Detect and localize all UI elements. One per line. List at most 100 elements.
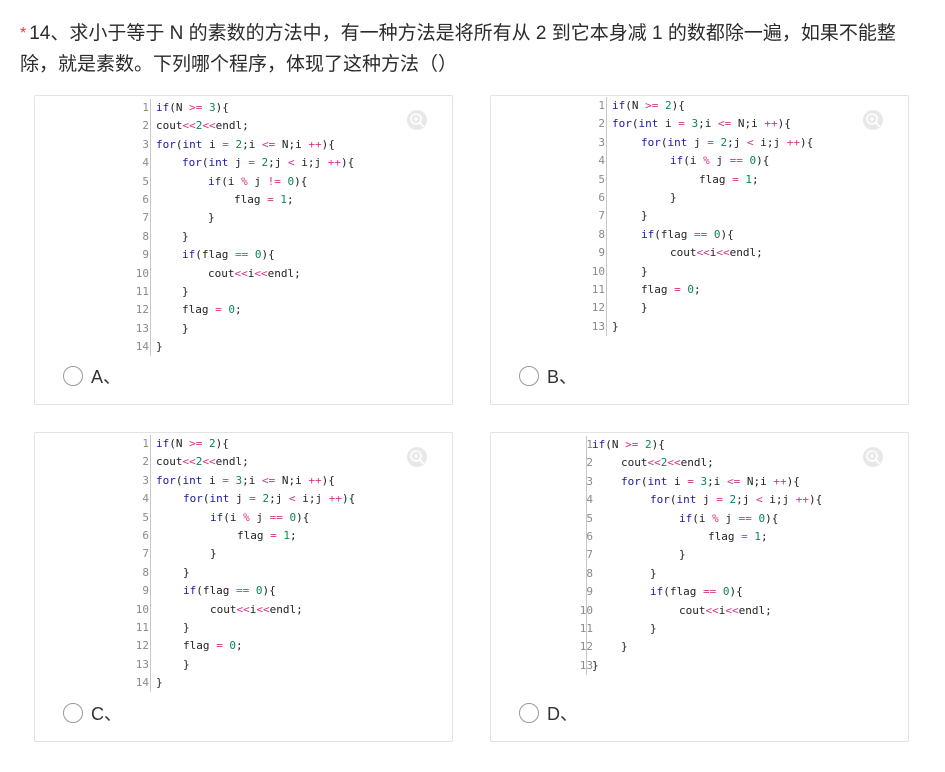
code-text: flag = 0; bbox=[182, 303, 242, 317]
code-text: } bbox=[182, 229, 189, 243]
line-number: 4 bbox=[142, 156, 149, 170]
line-number: 8 bbox=[586, 566, 593, 580]
zoom-in-icon[interactable] bbox=[862, 109, 884, 131]
line-gutter bbox=[150, 99, 151, 357]
code-text: if(flag == 0){ bbox=[183, 584, 276, 598]
code-text: } bbox=[156, 676, 163, 690]
code-line: 6} bbox=[581, 189, 880, 207]
code-line: 13} bbox=[125, 656, 424, 674]
line-number: 10 bbox=[135, 266, 149, 280]
code-text: } bbox=[612, 319, 619, 333]
line-number: 1 bbox=[142, 101, 149, 114]
line-number: 9 bbox=[586, 585, 593, 599]
code-text: cout<<i<<endl; bbox=[208, 266, 301, 280]
radio-circle-icon[interactable] bbox=[63, 703, 83, 723]
line-number: 4 bbox=[598, 154, 605, 168]
option-c-radio[interactable]: C、 bbox=[63, 701, 122, 725]
line-number: 8 bbox=[598, 227, 605, 241]
code-text: if(i % j == 0){ bbox=[670, 154, 770, 168]
radio-circle-icon[interactable] bbox=[63, 366, 83, 386]
option-a-radio[interactable]: A、 bbox=[63, 364, 121, 388]
code-text: } bbox=[183, 620, 190, 634]
line-number: 11 bbox=[135, 620, 149, 634]
line-number: 6 bbox=[586, 529, 593, 543]
code-text: } bbox=[650, 566, 657, 580]
line-number: 13 bbox=[569, 657, 593, 675]
code-line: 4 if(i % j == 0){ bbox=[581, 152, 880, 170]
zoom-in-icon[interactable] bbox=[406, 109, 428, 131]
code-text: if(i % j == 0){ bbox=[679, 511, 779, 525]
code-line: 8} bbox=[125, 564, 424, 582]
option-label: B、 bbox=[547, 367, 578, 387]
option-b-radio[interactable]: B、 bbox=[519, 364, 577, 388]
line-number: 5 bbox=[586, 511, 593, 525]
code-text: } bbox=[670, 190, 677, 204]
option-label: C、 bbox=[91, 704, 122, 724]
code-text: flag = 1; bbox=[708, 529, 768, 543]
code-text: flag = 1; bbox=[234, 192, 294, 206]
line-number: 7 bbox=[598, 209, 605, 223]
line-number: 5 bbox=[142, 510, 149, 524]
code-text: for(int j = 2;j < i;j ++){ bbox=[641, 135, 814, 149]
code-line: 7} bbox=[569, 546, 880, 564]
code-line: 13} bbox=[569, 657, 880, 675]
code-text: if(N >= 2){ bbox=[612, 99, 685, 112]
code-line: 13} bbox=[581, 318, 880, 336]
code-text: cout<<2<<endl; bbox=[156, 455, 249, 469]
code-line: 11} bbox=[125, 283, 424, 301]
line-number: 3 bbox=[586, 474, 593, 488]
line-number: 1 bbox=[142, 437, 149, 450]
code-line: 10 cout<<i<<endl; bbox=[125, 265, 424, 283]
code-text: if(N >= 3){ bbox=[156, 101, 229, 114]
line-number: 5 bbox=[142, 174, 149, 188]
code-line: 7} bbox=[125, 545, 424, 563]
line-number: 12 bbox=[135, 639, 149, 653]
question-stem: *14、求小于等于 N 的素数的方法中，有一种方法是将所有从 2 到它本身减 1… bbox=[20, 18, 920, 80]
code-text: } bbox=[592, 658, 599, 672]
line-number: 1 bbox=[598, 99, 605, 112]
line-number: 14 bbox=[135, 340, 149, 354]
line-number: 3 bbox=[142, 473, 149, 487]
zoom-in-icon[interactable] bbox=[406, 446, 428, 468]
line-number: 6 bbox=[142, 528, 149, 542]
code-line: 7} bbox=[581, 207, 880, 225]
radio-circle-icon[interactable] bbox=[519, 366, 539, 386]
code-text: if(i % j == 0){ bbox=[210, 510, 310, 524]
line-number: 4 bbox=[586, 493, 593, 507]
line-number: 6 bbox=[598, 190, 605, 204]
code-text: cout<<i<<endl; bbox=[679, 603, 772, 617]
line-number: 2 bbox=[598, 117, 605, 131]
line-number: 7 bbox=[586, 548, 593, 562]
line-number: 13 bbox=[591, 319, 605, 333]
code-line: 6 flag = 1; bbox=[569, 528, 880, 546]
option-d-radio[interactable]: D、 bbox=[519, 701, 578, 725]
code-text: } bbox=[641, 301, 648, 315]
code-text: } bbox=[641, 209, 648, 223]
code-text: cout<<2<<endl; bbox=[621, 456, 714, 470]
code-text: flag = 0; bbox=[641, 282, 701, 296]
radio-circle-icon[interactable] bbox=[519, 703, 539, 723]
code-text: if(flag == 0){ bbox=[641, 227, 734, 241]
zoom-in-icon[interactable] bbox=[862, 446, 884, 468]
line-number: 9 bbox=[142, 248, 149, 262]
line-gutter bbox=[606, 97, 607, 337]
code-text: if(flag == 0){ bbox=[650, 585, 743, 599]
code-text: for(int j = 2;j < i;j ++){ bbox=[650, 493, 823, 507]
code-line: 8 if(flag == 0){ bbox=[581, 226, 880, 244]
line-number: 10 bbox=[569, 602, 593, 620]
code-line: 9 if(flag == 0){ bbox=[569, 583, 880, 601]
line-number: 7 bbox=[142, 211, 149, 225]
